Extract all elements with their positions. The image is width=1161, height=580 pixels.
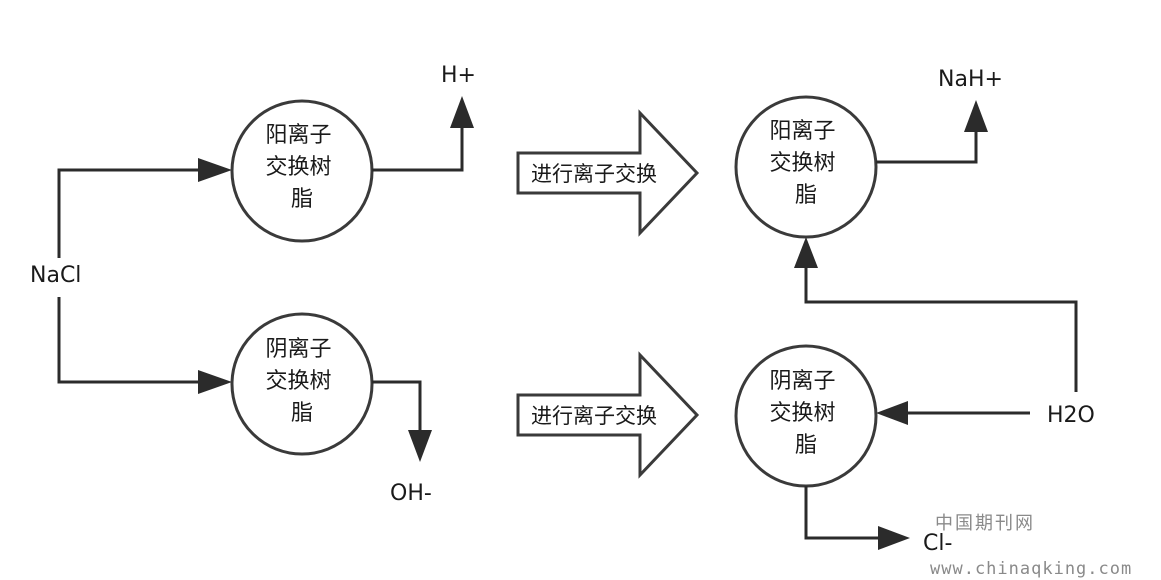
arrowhead-cl-minus — [878, 526, 910, 550]
nah-plus-label: NaH+ — [938, 67, 1003, 92]
arrowhead-to-cation-right — [794, 237, 818, 268]
h2o-label: H2O — [1047, 403, 1095, 428]
anion-resin-left-label: 阴离子 交换树 脂 — [265, 337, 338, 426]
anion-left-output-line — [372, 380, 422, 432]
cation-resin-left-label: 阳离子 交换树 脂 — [265, 123, 338, 212]
process-arrow-bottom — [516, 351, 700, 479]
h-plus-label: H+ — [441, 63, 476, 88]
oh-minus-label: OH- — [390, 481, 432, 506]
nacl-to-anion-line — [57, 297, 226, 384]
nacl-label: NaCl — [30, 263, 81, 288]
anion-right-output-line — [804, 486, 880, 540]
arrowhead-to-anion-right — [876, 401, 908, 425]
process-arrow-bottom-label: 进行离子交换 — [531, 404, 657, 428]
arrowhead-to-cation-left — [198, 158, 232, 182]
arrowhead-oh-minus — [408, 430, 432, 462]
cl-minus-label: Cl- — [923, 531, 952, 556]
process-arrow-top — [516, 109, 700, 237]
watermark-cn: 中国期刊网 — [935, 513, 1035, 534]
arrowhead-h-plus — [450, 96, 474, 128]
cation-resin-right-label: 阳离子 交换树 脂 — [769, 119, 842, 208]
anion-resin-left — [230, 312, 374, 456]
nacl-to-cation-line — [57, 168, 226, 258]
cation-right-output-line — [876, 130, 978, 164]
watermark-url: www.chinaqking.com — [930, 559, 1132, 579]
anion-resin-right-label: 阴离子 交换树 脂 — [769, 369, 842, 458]
arrowhead-to-anion-left — [198, 370, 232, 394]
process-arrow-top-label: 进行离子交换 — [531, 162, 657, 186]
arrowhead-nah-plus — [964, 100, 988, 132]
h2o-to-cation-line — [804, 268, 1078, 392]
cation-left-output-line — [372, 128, 464, 172]
